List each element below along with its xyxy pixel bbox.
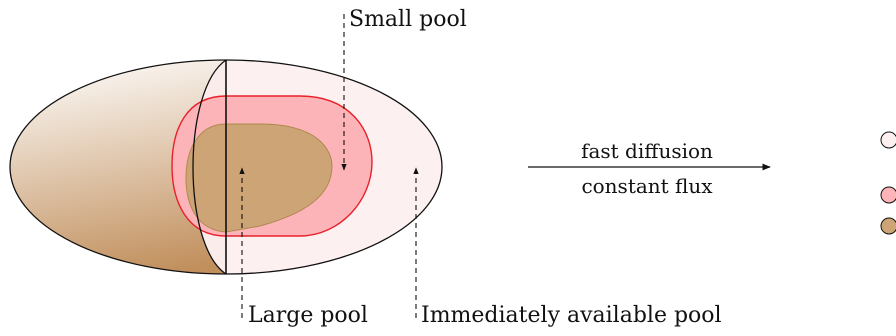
legend: [880, 131, 896, 235]
shell-outer-surface: [10, 60, 226, 274]
cut-face-outline: [192, 59, 227, 275]
large-pool-label: Large pool: [248, 303, 368, 328]
legend-marker-large-pool: [880, 217, 896, 235]
cell-shell: [9, 59, 443, 275]
immediately-available-pool-label: Immediately available pool: [421, 303, 722, 328]
arrow-top-label: fast diffusion: [581, 139, 713, 163]
small-pool-label: Small pool: [349, 7, 467, 32]
legend-marker-small-pool: [880, 186, 896, 204]
arrow-bottom-label: constant flux: [581, 174, 713, 198]
large-pool-region: [185, 123, 333, 233]
legend-marker-immediately-available: [880, 131, 896, 149]
